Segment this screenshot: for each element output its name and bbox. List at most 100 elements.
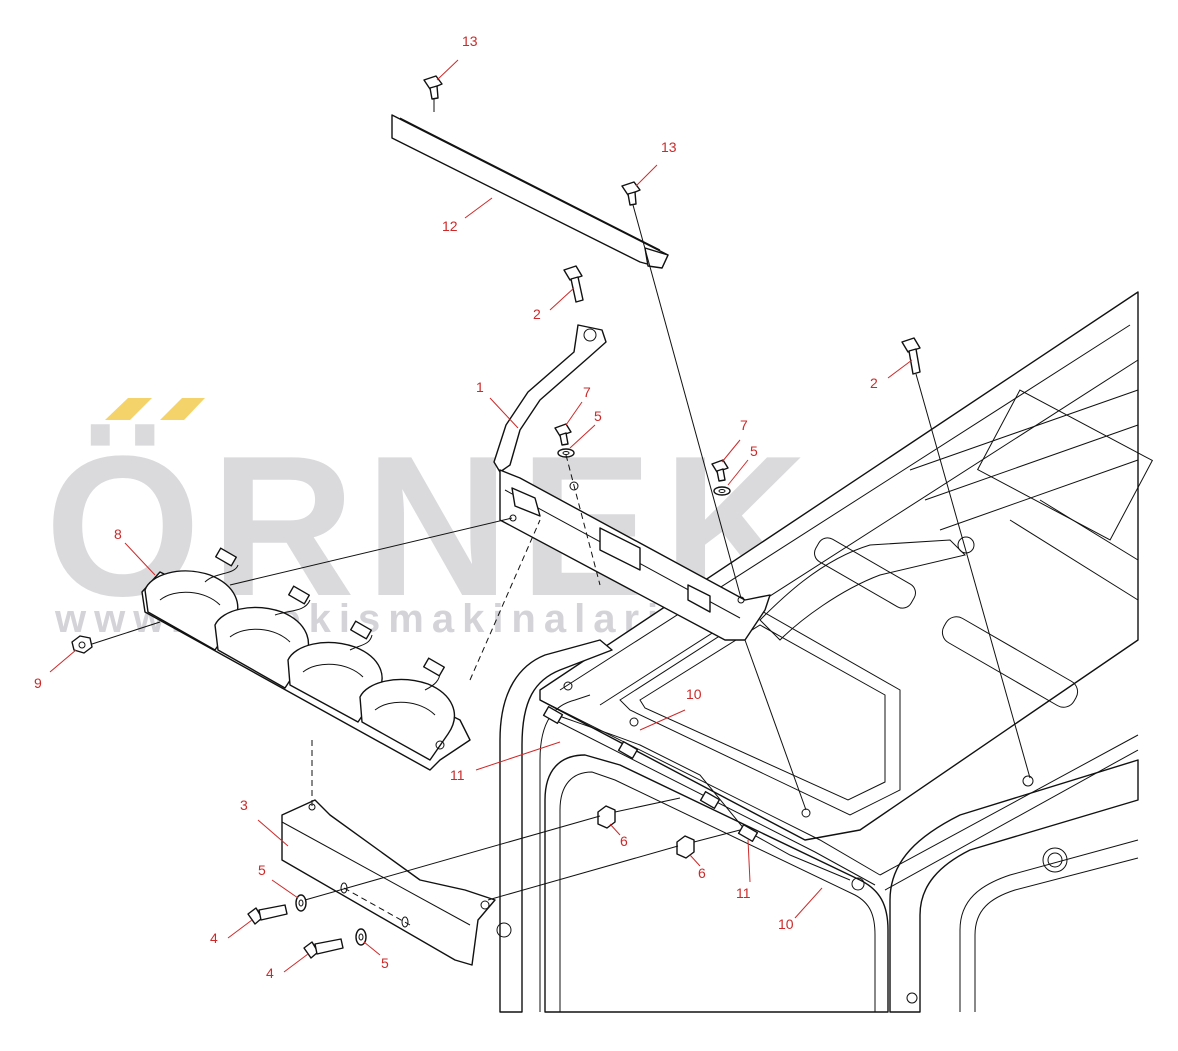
callout-2-left: 2 (533, 306, 541, 322)
callout-5-left: 5 (594, 408, 602, 424)
plate-fold (281, 821, 471, 926)
leader-6b (689, 854, 701, 867)
callout-4-lower: 4 (266, 965, 274, 981)
leader-12 (464, 197, 493, 219)
assembly-dash-8 (469, 519, 541, 681)
leader-5d (363, 941, 381, 956)
cab-door-frame-inner (559, 771, 876, 1012)
assembly-dash-7 (565, 454, 601, 586)
callout-11-lower: 11 (736, 885, 751, 901)
roof-fastener-2 (1022, 775, 1034, 787)
roof-inner-edge (559, 324, 1139, 706)
bolt-13-shank-a (429, 85, 439, 100)
roof-rib-2 (1009, 499, 1139, 601)
lamp-wire-2 (274, 599, 311, 616)
assembly-line-roof (744, 639, 807, 811)
washer-5-a-hole (562, 451, 570, 455)
plate-body (281, 799, 496, 966)
cable-clip-1 (617, 740, 639, 760)
bolt-13-shank-b (627, 191, 637, 206)
part-6-spacer-left (597, 805, 616, 829)
leader-lines (49, 59, 913, 973)
cab-right-window (959, 839, 1139, 1012)
lamp-lens-1 (159, 591, 221, 606)
nut-9 (71, 635, 93, 654)
leader-3 (257, 819, 289, 847)
callout-8: 8 (114, 526, 122, 542)
callout-1: 1 (476, 379, 484, 395)
part-13-bolt-top (423, 75, 443, 100)
leader-2b (887, 359, 913, 379)
callout-6-left: 6 (620, 833, 628, 849)
bracket-hole-1 (569, 481, 579, 491)
washer-5-d (355, 928, 367, 946)
cab-door-frame (544, 754, 889, 1013)
roof-fastener-4 (563, 681, 573, 691)
part-5-washer-lower-a (295, 894, 307, 912)
roof-recess-inner (639, 624, 886, 801)
spacer-6-b (676, 835, 695, 859)
pillar-hole (1042, 847, 1068, 873)
bracket-mid-tab (599, 527, 641, 571)
callout-7-right: 7 (740, 417, 748, 433)
roof-fastener-7 (906, 992, 918, 1004)
cable-clip-3 (737, 823, 759, 843)
roof-top-window (976, 389, 1154, 541)
callout-2-right: 2 (870, 375, 878, 391)
bracket-arm (493, 324, 607, 473)
cable-clip-2 (699, 790, 721, 810)
trim-strip-end (644, 247, 669, 269)
leader-4a (227, 919, 253, 939)
watermark-accent-left (105, 398, 152, 420)
leader-13a (436, 59, 459, 81)
washer-5-a (557, 448, 575, 458)
part-12-trim-strip (391, 114, 669, 269)
assembly-line-9 (91, 621, 161, 645)
part-2-bolt-left (563, 265, 584, 303)
leader-4b (283, 953, 309, 973)
assembly-dash-4a (343, 887, 411, 926)
leader-11a (475, 741, 561, 771)
assembly-line-13-mid (632, 204, 742, 599)
part-5-washer-left (557, 448, 575, 458)
leader-10b (794, 887, 823, 919)
connector-1 (215, 547, 237, 567)
bolt-7-shank-b (716, 468, 726, 482)
callout-6-right: 6 (698, 865, 706, 881)
part-5-washer-right (713, 486, 731, 496)
roof-fastener-5 (851, 877, 865, 891)
leader-13b (635, 164, 658, 187)
light-housing-hole (435, 740, 445, 750)
callout-12: 12 (442, 218, 458, 234)
cab-left-pillar (499, 639, 613, 1013)
plate-hole-3 (480, 900, 490, 910)
part-9-nut (71, 635, 93, 654)
callout-13-top: 13 (462, 33, 478, 49)
assembly-line-6b (487, 845, 679, 901)
washer-5-b (713, 486, 731, 496)
part-1-light-bracket (493, 324, 771, 641)
lamp-lens-3 (302, 663, 364, 678)
washer-5-d-hole (358, 933, 364, 941)
assembly-line-6a (304, 815, 601, 901)
assembly-lines (91, 99, 1031, 926)
roof-slot (941, 616, 1079, 708)
bolt-7-head-b (711, 459, 729, 473)
lamp-lens-2 (229, 628, 291, 643)
callout-3: 3 (240, 797, 248, 813)
bolt-2-shank-a (570, 276, 584, 303)
roof-front-rail (879, 734, 1139, 891)
plate-hole-2 (401, 916, 409, 928)
bolt-4-shank-b (314, 938, 344, 955)
washer-5-b-hole (718, 489, 726, 493)
bracket-end-tab (687, 584, 711, 613)
callout-4-upper: 4 (210, 930, 218, 946)
part-3-mounting-plate (281, 799, 496, 966)
bolt-7-head-a (554, 423, 572, 437)
assembly-line-6a-b (614, 797, 681, 813)
connector-2 (288, 585, 310, 605)
part-2-bolt-right (901, 337, 921, 375)
spacer-6-a (597, 805, 616, 829)
lamp-lens-4 (374, 701, 436, 716)
